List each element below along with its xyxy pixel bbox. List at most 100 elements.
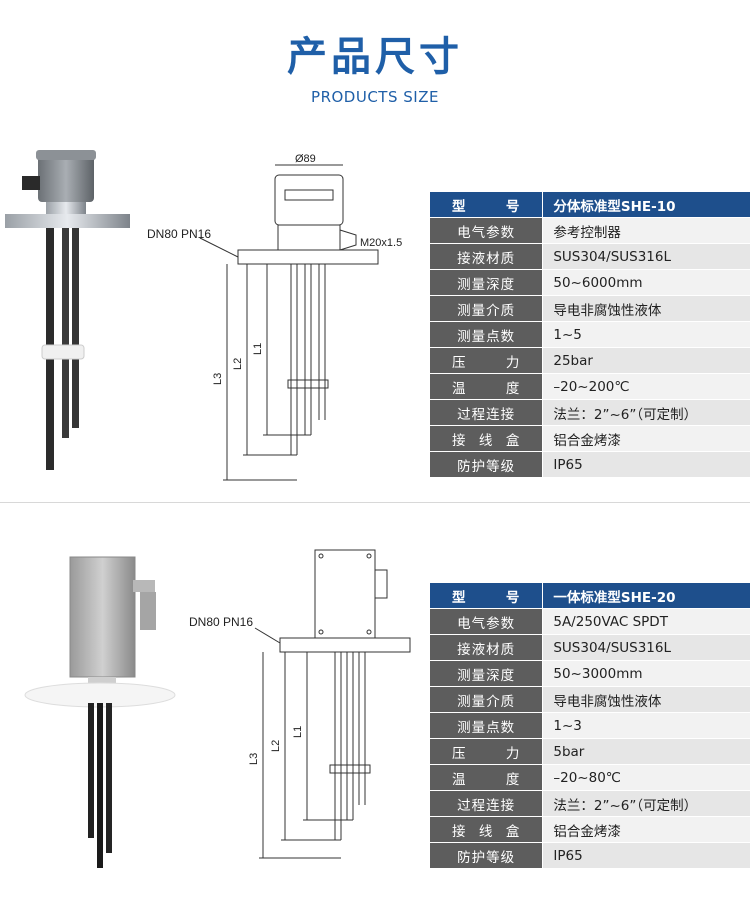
flange-label: DN80 PN16 bbox=[147, 227, 211, 241]
spec-key-text: 测量介质 bbox=[457, 693, 516, 710]
page-title: 产品尺寸 bbox=[287, 34, 463, 80]
spec-value: 铝合金烤漆 bbox=[542, 816, 750, 843]
spec-row: 过程连接 法兰：2”~6”（可定制） bbox=[430, 399, 750, 426]
spec-key-text: 接液材质 bbox=[457, 641, 516, 658]
spec-value: 5bar bbox=[542, 738, 750, 765]
spec-value: 铝合金烤漆 bbox=[542, 425, 750, 452]
spec-key-text: 测量介质 bbox=[457, 302, 516, 319]
spec-value: IP65 bbox=[542, 451, 750, 478]
spec-key-text: 防护等级 bbox=[457, 458, 516, 475]
spec-key-text: 温度 bbox=[452, 380, 521, 397]
spec-table-1: 型号 分体标准型SHE-10 电气参数 参考控制器接液材质 SUS304/SUS316L… bbox=[430, 192, 750, 478]
spec-value: 导电非腐蚀性液体 bbox=[542, 295, 750, 322]
spec-key: 接液材质 bbox=[430, 634, 544, 661]
l1-label: L1 bbox=[252, 343, 264, 355]
spec-key-text: 压力 bbox=[452, 354, 521, 371]
spec-key: 测量点数 bbox=[430, 321, 544, 348]
spec-row: 电气参数 参考控制器 bbox=[430, 217, 750, 244]
spec-value: 5A/250VAC SPDT bbox=[542, 608, 750, 635]
spec-key: 温度 bbox=[430, 764, 544, 791]
spec-key-text: 电气参数 bbox=[457, 224, 516, 241]
l3-label: L3 bbox=[212, 373, 224, 385]
spec-key-text: 测量深度 bbox=[457, 667, 516, 684]
spec-value: SUS304/SUS316L bbox=[542, 243, 750, 270]
spec-row: 接液材质 SUS304/SUS316L bbox=[430, 243, 750, 270]
product-photo-1 bbox=[5, 150, 130, 470]
spec-value: –20~80℃ bbox=[542, 764, 750, 791]
spec-key: 测量介质 bbox=[430, 295, 544, 322]
product-section-1: Ø89 DN80 PN16 M20x1.5 L3 L2 L1 型号 分体标准型SH… bbox=[0, 140, 750, 500]
spec-key-text: 测量深度 bbox=[457, 276, 516, 293]
spec-row: 防护等级 IP65 bbox=[430, 451, 750, 478]
spec-key-text: 温度 bbox=[452, 771, 521, 788]
spec-row: 测量深度 50~3000mm bbox=[430, 660, 750, 687]
spec-key-text: 过程连接 bbox=[457, 406, 516, 423]
diameter-label: Ø89 bbox=[295, 153, 316, 165]
spec-row: 测量介质 导电非腐蚀性液体 bbox=[430, 295, 750, 322]
spec-header-row: 型号 分体标准型SHE-10 bbox=[430, 192, 750, 218]
spec-value: 分体标准型SHE-10 bbox=[542, 192, 750, 218]
spec-row: 防护等级 IP65 bbox=[430, 842, 750, 869]
spec-value: 25bar bbox=[542, 347, 750, 374]
spec-value: 法兰：2”~6”（可定制） bbox=[542, 399, 750, 426]
spec-key: 型号 bbox=[430, 192, 544, 218]
spec-key: 型号 bbox=[430, 583, 544, 609]
spec-key-text: 接线盒 bbox=[452, 823, 521, 840]
spec-key-text: 接线盒 bbox=[452, 432, 521, 449]
spec-key: 电气参数 bbox=[430, 608, 544, 635]
spec-key-text: 压力 bbox=[452, 745, 521, 762]
spec-key: 测量点数 bbox=[430, 712, 544, 739]
spec-value: –20~200℃ bbox=[542, 373, 750, 400]
spec-row: 测量介质 导电非腐蚀性液体 bbox=[430, 686, 750, 713]
page-subtitle: PRODUCTS SIZE bbox=[311, 88, 439, 106]
l3-label: L3 bbox=[248, 753, 260, 765]
spec-value: 参考控制器 bbox=[542, 217, 750, 244]
product-section-2: DN80 PN16 L3 L2 L1 型号 一体标准型SHE-20 电气参数 5A/2… bbox=[0, 505, 750, 907]
spec-key: 防护等级 bbox=[430, 451, 544, 478]
spec-key: 接液材质 bbox=[430, 243, 544, 270]
spec-value: IP65 bbox=[542, 842, 750, 869]
spec-table-2: 型号 一体标准型SHE-20 电气参数 5A/250VAC SPDT 接液材质 SUS30… bbox=[430, 583, 750, 869]
l2-label: L2 bbox=[270, 740, 282, 752]
spec-row: 电气参数 5A/250VAC SPDT bbox=[430, 608, 750, 635]
spec-value: 法兰：2”~6”（可定制） bbox=[542, 790, 750, 817]
section-divider bbox=[0, 502, 750, 503]
spec-value: 50~3000mm bbox=[542, 660, 750, 687]
flange-label: DN80 PN16 bbox=[189, 615, 253, 629]
spec-key: 电气参数 bbox=[430, 217, 544, 244]
spec-key-text: 型号 bbox=[452, 589, 521, 606]
spec-key: 过程连接 bbox=[430, 399, 544, 426]
spec-value: SUS304/SUS316L bbox=[542, 634, 750, 661]
spec-value: 50~6000mm bbox=[542, 269, 750, 296]
spec-value: 1~3 bbox=[542, 712, 750, 739]
spec-key-text: 电气参数 bbox=[457, 615, 516, 632]
spec-key-text: 型号 bbox=[452, 198, 521, 215]
spec-key-text: 防护等级 bbox=[457, 849, 516, 866]
spec-row: 温度 –20~80℃ bbox=[430, 764, 750, 791]
spec-key: 接线盒 bbox=[430, 816, 544, 843]
spec-header-row: 型号 一体标准型SHE-20 bbox=[430, 583, 750, 609]
spec-key: 防护等级 bbox=[430, 842, 544, 869]
thread-label: M20x1.5 bbox=[360, 237, 402, 249]
spec-key: 压力 bbox=[430, 738, 544, 765]
l2-label: L2 bbox=[232, 358, 244, 370]
spec-key-text: 过程连接 bbox=[457, 797, 516, 814]
spec-row: 测量深度 50~6000mm bbox=[430, 269, 750, 296]
spec-key: 测量深度 bbox=[430, 269, 544, 296]
spec-key-text: 接液材质 bbox=[457, 250, 516, 267]
spec-row: 温度 –20~200℃ bbox=[430, 373, 750, 400]
spec-key: 温度 bbox=[430, 373, 544, 400]
spec-row: 压力 25bar bbox=[430, 347, 750, 374]
spec-key: 测量深度 bbox=[430, 660, 544, 687]
spec-value: 导电非腐蚀性液体 bbox=[542, 686, 750, 713]
l1-label: L1 bbox=[292, 726, 304, 738]
spec-value: 一体标准型SHE-20 bbox=[542, 583, 750, 609]
dimension-drawing-2: DN80 PN16 L3 L2 L1 bbox=[189, 549, 411, 859]
dimension-drawing-1: Ø89 DN80 PN16 M20x1.5 L3 L2 L1 bbox=[147, 153, 402, 481]
spec-key: 测量介质 bbox=[430, 686, 544, 713]
spec-row: 接液材质 SUS304/SUS316L bbox=[430, 634, 750, 661]
spec-key-text: 测量点数 bbox=[457, 328, 516, 345]
product-photo-2 bbox=[24, 556, 176, 868]
